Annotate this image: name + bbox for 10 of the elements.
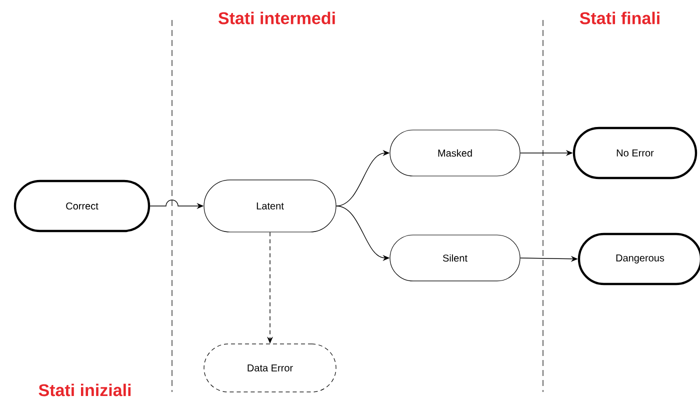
state-box: Data Error: [204, 344, 336, 392]
state-box: Dangerous: [578, 232, 700, 286]
section-heading: Stati intermedi: [218, 12, 335, 24]
state-box: Masked: [390, 130, 520, 176]
section-heading: Stati iniziali: [38, 384, 131, 396]
state-box: Latent: [204, 180, 336, 232]
state-box: No Error: [572, 126, 698, 180]
state-box: Silent: [390, 234, 520, 282]
state-box: Correct: [14, 180, 150, 232]
section-heading: Stati finali: [580, 12, 660, 24]
